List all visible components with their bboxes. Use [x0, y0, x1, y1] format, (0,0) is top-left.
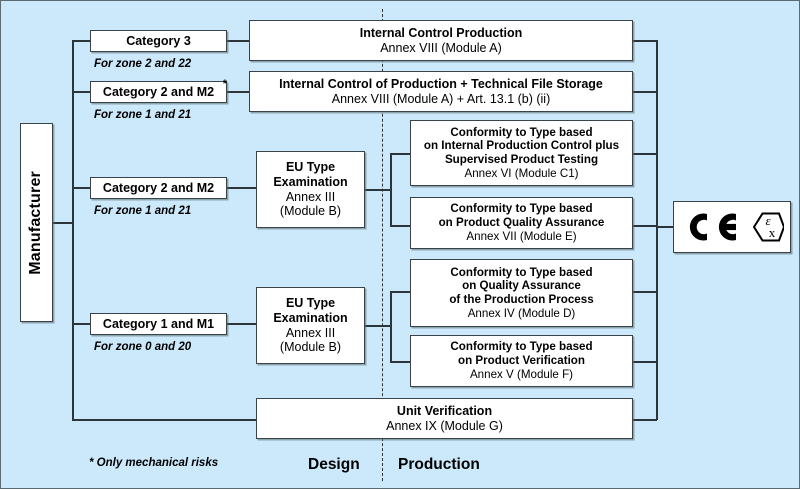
module-d-line3: of the Production Process: [449, 293, 594, 306]
svg-text:ε: ε: [765, 213, 771, 228]
module-d-line4: Annex IV (Module D): [467, 306, 576, 320]
manufacturer-label: Manufacturer: [27, 170, 45, 275]
internal-control-production-box[interactable]: Internal Control Production Annex VIII (…: [249, 20, 633, 61]
category-2-m2-upper-zone: For zone 1 and 21: [94, 109, 192, 121]
unit-verification-line2: Annex IX (Module G): [386, 418, 503, 433]
module-c1-line1: Conformity to Type based: [450, 125, 593, 139]
connector-modc1-to-bus: [632, 153, 657, 155]
connector-bus-to-cat3: [72, 40, 91, 42]
category-2-m2-lower-label: Category 2 and M2: [102, 180, 215, 195]
footnote-mechanical-risks: * Only mechanical risks: [89, 457, 219, 469]
category-3-label: Category 3: [126, 33, 191, 48]
eu-type-lower-line2: Examination: [273, 310, 348, 325]
unit-verification-line1: Unit Verification: [396, 403, 493, 418]
production-label: Production: [398, 456, 480, 473]
connector-manufacturer-bus: [72, 40, 74, 420]
module-e-line3: Annex VII (Module E): [466, 229, 577, 243]
eu-type-upper-line3: Annex III: [285, 189, 336, 204]
connector-bus-to-cat2m2b: [72, 187, 91, 189]
connector-bus-to-cat1m1: [72, 323, 91, 325]
connector-cat3-to-icp: [226, 40, 250, 42]
eu-type-lower-line4: (Module B): [279, 340, 342, 355]
connector-eutype1-out: [365, 189, 391, 191]
eu-type-upper-line1: EU Type: [285, 160, 336, 174]
connector-eutype2-vbus: [390, 291, 392, 363]
module-c1-box[interactable]: Conformity to Type based on Internal Pro…: [410, 120, 633, 186]
module-f-line2: on Product Verification: [458, 354, 585, 368]
eu-type-examination-lower-box[interactable]: EU Type Examination Annex III (Module B): [256, 287, 365, 364]
eu-type-upper-line4: (Module B): [279, 204, 342, 219]
connector-eutype2-to-modf: [390, 361, 411, 363]
design-label: Design: [308, 456, 360, 473]
connector-modd-to-bus: [632, 291, 657, 293]
module-f-line3: Annex V (Module F): [469, 367, 574, 381]
module-d-box[interactable]: Conformity to Type based on Quality Assu…: [410, 259, 633, 327]
connector-eutype1-to-mode: [390, 225, 411, 227]
connector-bus-to-cemark: [656, 226, 675, 228]
category-2-m2-upper-box[interactable]: Category 2 and M2 *: [90, 77, 228, 103]
icp-line1: Internal Control Production: [359, 25, 523, 40]
category-2-m2-lower-box[interactable]: Category 2 and M2: [90, 177, 227, 199]
connector-modf-to-bus: [632, 361, 657, 363]
ce-ex-marking-icon: ε x: [689, 212, 784, 242]
connector-bus-to-cat2m2a: [72, 91, 91, 93]
icpt-line1: Internal Control of Production + Technic…: [279, 76, 603, 91]
eu-type-lower-line3: Annex III: [285, 325, 336, 340]
icpt-line2: Annex VIII (Module A) + Art. 13.1 (b) (i…: [331, 91, 551, 106]
eu-type-lower-line1: EU Type: [285, 296, 336, 310]
manufacturer-box[interactable]: Manufacturer: [20, 123, 53, 322]
connector-cat2m2b-to-eutype1: [226, 187, 257, 189]
module-d-line1: Conformity to Type based: [450, 265, 593, 279]
connector-cat1m1-to-eutype2: [226, 323, 257, 325]
category-1-m1-zone: For zone 0 and 20: [94, 341, 192, 353]
connector-bus-to-unit-verification: [72, 419, 257, 421]
category-1-m1-label: Category 1 and M1: [102, 316, 215, 331]
module-e-line2: on Product Quality Assurance: [438, 216, 605, 230]
icp-line2: Annex VIII (Module A): [380, 40, 502, 55]
module-c1-line3: Supervised Product Testing: [444, 153, 599, 166]
connector-icp-to-bus: [632, 40, 657, 42]
category-2-m2-lower-zone: For zone 1 and 21: [94, 205, 192, 217]
connector-icpt-to-bus: [632, 91, 657, 93]
module-c1-line4: Annex VI (Module C1): [464, 166, 579, 180]
svg-text:x: x: [769, 225, 776, 240]
connector-right-bus: [656, 40, 658, 420]
category-3-zone: For zone 2 and 22: [94, 58, 192, 70]
category-3-box[interactable]: Category 3: [90, 30, 227, 52]
ce-ex-marking-box[interactable]: ε x: [673, 201, 791, 253]
connector-mode-to-bus: [632, 225, 657, 227]
connector-eutype1-vbus: [390, 153, 392, 227]
connector-eutype2-to-modd: [390, 291, 411, 293]
category-2-m2-upper-star: *: [222, 77, 228, 90]
connector-unitv-to-bus: [632, 419, 657, 421]
connector-eutype1-to-modc1: [390, 153, 411, 155]
design-production-divider: [382, 9, 383, 481]
module-f-box[interactable]: Conformity to Type based on Product Veri…: [410, 335, 633, 387]
module-c1-line2: on Internal Production Control plus: [423, 139, 620, 153]
connector-cat2m2a-to-icpt: [226, 91, 250, 93]
category-1-m1-box[interactable]: Category 1 and M1: [90, 313, 227, 335]
unit-verification-box[interactable]: Unit Verification Annex IX (Module G): [256, 398, 633, 439]
module-e-line1: Conformity to Type based: [450, 202, 593, 216]
module-f-line1: Conformity to Type based: [450, 340, 593, 354]
eu-type-upper-line2: Examination: [273, 174, 348, 189]
module-d-line2: on Quality Assurance: [462, 279, 581, 293]
eu-type-examination-upper-box[interactable]: EU Type Examination Annex III (Module B): [256, 151, 365, 228]
connector-manufacturer-out: [52, 222, 73, 224]
category-2-m2-upper-label: Category 2 and M2: [102, 84, 215, 99]
module-e-box[interactable]: Conformity to Type based on Product Qual…: [410, 197, 633, 249]
internal-control-technical-file-box[interactable]: Internal Control of Production + Technic…: [249, 71, 633, 112]
connector-eutype2-out: [365, 325, 391, 327]
